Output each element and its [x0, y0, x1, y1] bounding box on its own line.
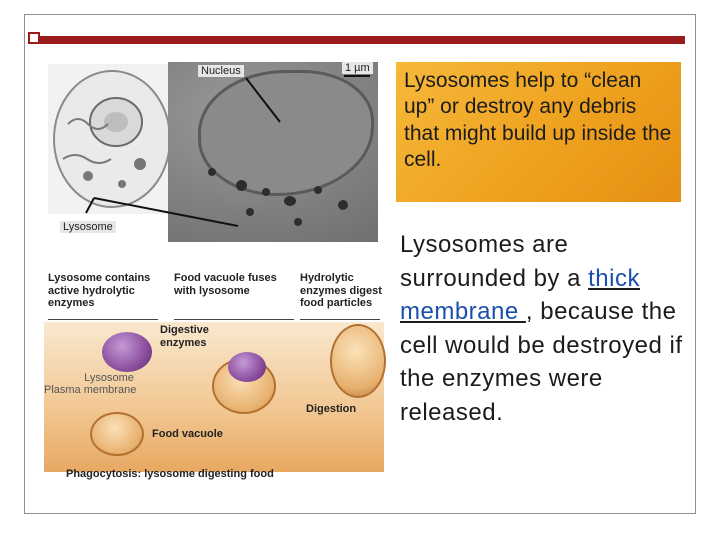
granule: [284, 196, 296, 206]
cleanup-callout: Lysosomes help to “clean up” or destroy …: [396, 62, 681, 202]
granule: [246, 208, 254, 216]
label-underline: [300, 319, 380, 320]
nucleus-label: Nucleus: [198, 65, 244, 77]
paragraph-text-end: , because the cell would be destroyed if…: [400, 298, 683, 426]
nucleus-shape: [198, 70, 374, 196]
food-vacuole-shape: [90, 412, 144, 456]
label-digestive-enzymes: Digestive enzymes: [160, 324, 209, 349]
granule: [314, 186, 322, 194]
label-hydrolytic-enzymes: Hydrolytic enzymes digest food particles: [300, 272, 382, 310]
label-food-vacuole: Food vacuole: [152, 428, 223, 440]
label-underline: [174, 319, 294, 320]
membrane-paragraph: Lysosomes are surrounded by a thick memb…: [400, 228, 690, 430]
digestion-vacuole-shape: [330, 324, 386, 398]
slide-frame: [24, 14, 696, 514]
paragraph-text-start: Lysosomes are surrounded by a: [400, 231, 589, 292]
granule: [294, 218, 302, 226]
lysosome-micrograph: Nucleus 1 µm Lysosome: [48, 58, 378, 248]
diagram-caption: Phagocytosis: lysosome digesting food: [66, 468, 274, 480]
callout-text: Lysosomes help to “clean up” or destroy …: [404, 69, 672, 171]
label-digestion: Digestion: [306, 403, 357, 415]
title-accent-square: [28, 32, 40, 44]
phagocytosis-diagram: Lysosome contains active hydrolytic enzy…: [44, 266, 386, 486]
label-lysosome: Lysosome: [84, 372, 134, 384]
title-accent-bar: [40, 36, 685, 44]
pointer-lines: [85, 75, 370, 227]
label-food-vacuole-fuses: Food vacuole fuses with lysosome: [174, 272, 277, 297]
fusing-lysosome: [228, 352, 266, 382]
scale-bar-label: 1 µm: [342, 62, 373, 74]
granule: [338, 200, 348, 210]
granule: [236, 180, 247, 191]
lysosome-vesicle: [102, 332, 152, 372]
granule: [262, 188, 270, 196]
label-lysosome-contains: Lysosome contains active hydrolytic enzy…: [48, 272, 151, 310]
label-plasma-membrane: Plasma membrane: [44, 384, 137, 396]
label-underline: [48, 319, 158, 320]
cell-sketch: [48, 64, 176, 214]
granule: [208, 168, 216, 176]
lysosome-label: Lysosome: [60, 221, 116, 233]
fill-in-blank-answer: thick membrane: [400, 264, 640, 326]
